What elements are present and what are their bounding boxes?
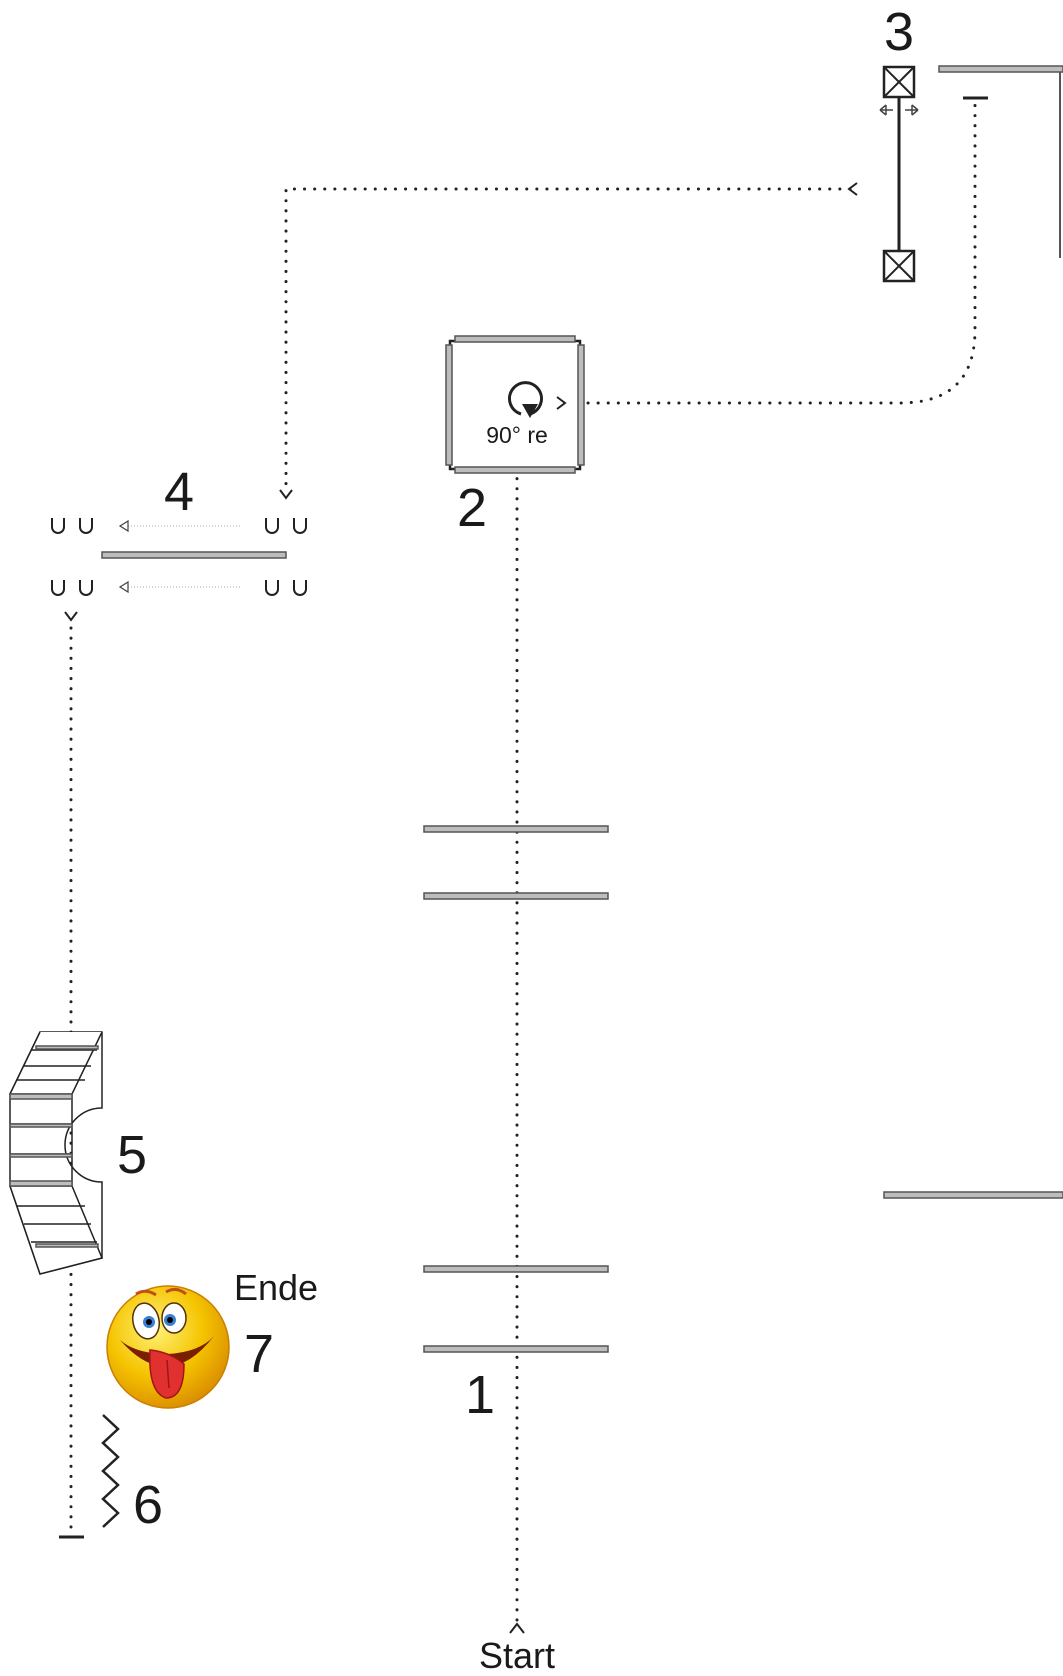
start-arrow-icon [509,1622,525,1634]
arrow-down-icon [279,489,293,500]
obstacle-5-wall [8,1031,104,1275]
horseshoe-pair-icon [51,518,93,534]
station-number-2: 2 [457,478,487,538]
station-number-6: 6 [133,1475,163,1535]
horseshoe-pair-icon [265,518,307,534]
station-number-3: 3 [884,2,914,62]
rotate-clockwise-icon [508,381,543,418]
arrow-down-icon [64,611,78,622]
bar [445,344,453,466]
bar [423,892,609,900]
station-number-4: 4 [164,462,194,522]
crossed-box-icon [882,249,916,283]
path-start-to-2 [509,441,525,1634]
bar [454,335,576,343]
bar [423,1345,609,1353]
rotation-label: 90° re [486,422,548,448]
bar [577,344,585,466]
end-label: Ende [234,1267,318,1308]
crossed-box-icon [882,65,916,99]
arrow-left-icon [847,182,858,196]
path-3-to-4 [279,182,858,500]
bar [423,825,609,833]
zigzag-spring-icon [101,1414,120,1528]
path-4-to-end [59,611,84,1539]
box-outline [448,339,582,471]
arrow-left-icon [118,519,129,533]
bar [454,466,576,474]
station-number-1: 1 [465,1365,495,1425]
obstacle-1-bars [423,825,609,1353]
path-2-to-3 [556,96,988,410]
start-label: Start [479,1635,555,1676]
bar [423,1265,609,1273]
obstacle-4 [51,518,307,596]
arrow-right-icon [556,396,567,410]
tongue-out-smiley-icon [106,1285,230,1409]
station-number-7: 7 [244,1324,274,1384]
left-right-arrows-icon [879,104,919,116]
bar [883,1191,1063,1199]
arrow-left-icon [118,580,129,594]
bar [101,551,287,559]
horseshoe-pair-icon [51,580,93,596]
bar [938,65,1063,73]
station-number-5: 5 [117,1125,147,1185]
horseshoe-pair-icon [265,580,307,596]
obstacle-2-box: 90° re [445,335,585,474]
obstacle-3 [879,65,1063,283]
